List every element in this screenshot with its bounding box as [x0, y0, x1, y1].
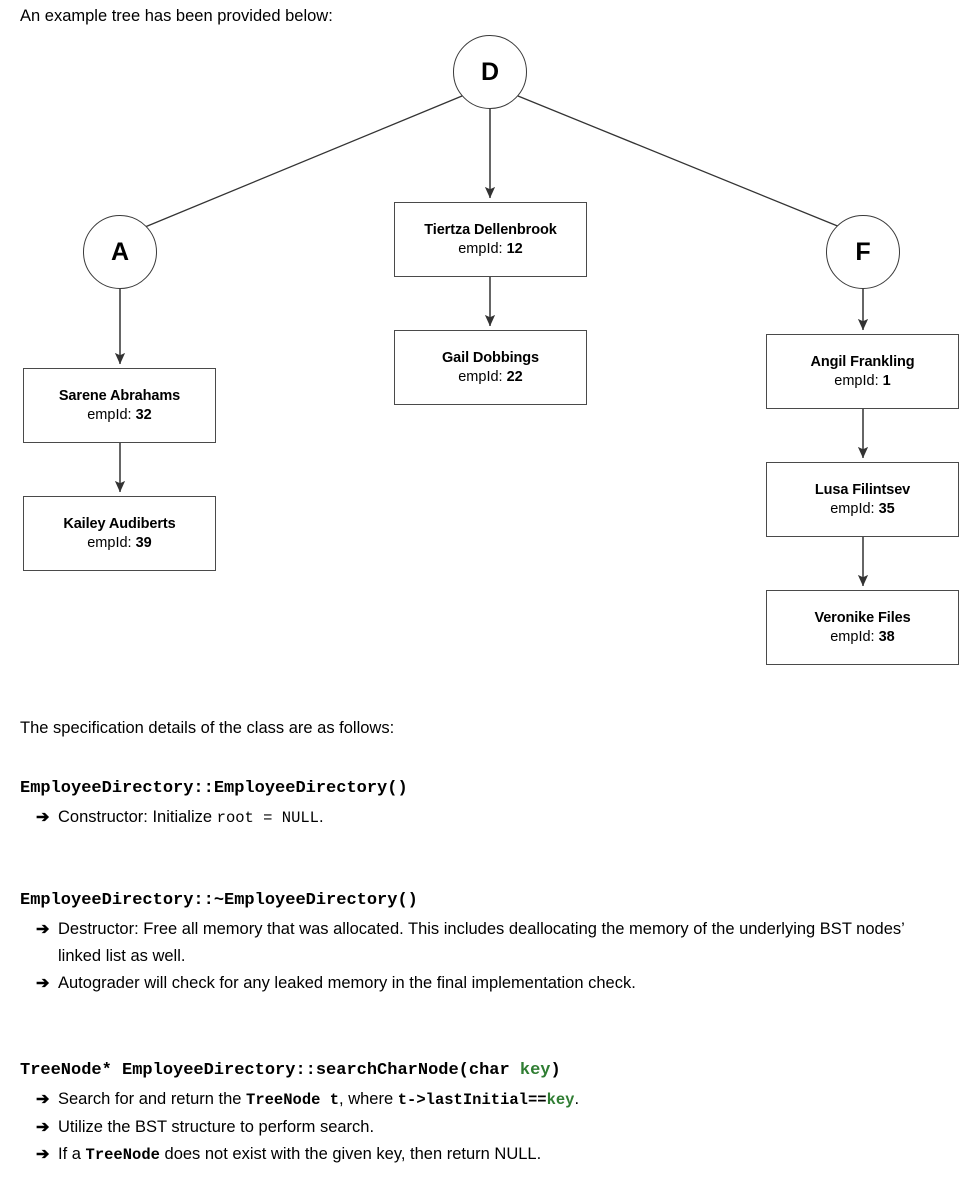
signature-text: EmployeeDirectory::~EmployeeDirectory()	[20, 891, 418, 910]
spec-section: TreeNode* EmployeeDirectory::searchCharN…	[20, 1060, 950, 1169]
spec-bullet-list: ➔ Search for and return the TreeNode t, w…	[20, 1086, 950, 1169]
bullet-text: does not exist with the given key, then …	[159, 1145, 542, 1163]
arrow-bullet-icon: ➔	[36, 809, 50, 826]
bullet-text: Utilize the BST structure to perform sea…	[58, 1118, 375, 1136]
tree-circle-label: F	[855, 237, 871, 266]
inline-code-keyword: key	[546, 1091, 575, 1109]
tree-circle-node-a: A	[83, 215, 157, 289]
employee-empid-row: empId: 1	[834, 372, 890, 391]
method-signature: TreeNode* EmployeeDirectory::searchCharN…	[20, 1060, 950, 1082]
employee-empid-row: empId: 32	[87, 406, 152, 425]
inline-code: root = NULL	[216, 809, 319, 827]
bullet-text: Destructor: Free all memory that was all…	[58, 920, 905, 965]
intro-text: An example tree has been provided below:	[20, 7, 333, 25]
inline-code-bold: TreeNode t	[246, 1091, 340, 1109]
employee-empid-label: empId:	[834, 372, 879, 389]
employee-name: Angil Frankling	[810, 353, 915, 370]
spec-bullet-list: ➔ Destructor: Free all memory that was al…	[20, 916, 950, 997]
employee-empid-value: 1	[882, 372, 891, 389]
edge-d-to-f	[517, 95, 841, 228]
employee-name: Gail Dobbings	[442, 349, 539, 366]
tree-circle-label: D	[480, 57, 500, 86]
employee-empid-label: empId:	[458, 240, 503, 257]
edge-d-to-a	[144, 95, 463, 228]
method-signature: EmployeeDirectory::~EmployeeDirectory()	[20, 890, 950, 912]
employee-node-box: Tiertza Dellenbrook empId: 12	[394, 202, 587, 277]
employee-name: Lusa Filintsev	[814, 481, 911, 498]
employee-empid-value: 12	[506, 240, 523, 257]
bullet-text: Constructor: Initialize	[58, 808, 217, 826]
bullet-text: If a	[58, 1145, 86, 1163]
bullet-text: , where	[339, 1090, 398, 1108]
employee-node-box: Gail Dobbings empId: 22	[394, 330, 587, 405]
tree-circle-label: A	[110, 237, 130, 266]
employee-node-box: Kailey Audiberts empId: 39	[23, 496, 216, 571]
employee-empid-row: empId: 22	[458, 368, 523, 387]
signature-text: )	[550, 1061, 561, 1080]
bullet-text: .	[318, 808, 324, 826]
arrow-bullet-icon: ➔	[36, 921, 50, 938]
employee-node-box: Lusa Filintsev empId: 35	[766, 462, 959, 537]
employee-empid-row: empId: 35	[830, 500, 895, 519]
arrow-bullet-icon: ➔	[36, 1091, 50, 1108]
signature-keyword: key	[519, 1061, 551, 1080]
arrow-bullet-icon: ➔	[36, 975, 50, 992]
employee-name: Tiertza Dellenbrook	[424, 221, 557, 238]
bullet-text: Autograder will check for any leaked mem…	[58, 974, 636, 992]
employee-empid-row: empId: 39	[87, 534, 152, 553]
spec-bullet-item: ➔ If a TreeNode does not exist with the g…	[20, 1141, 950, 1169]
employee-node-box: Angil Frankling empId: 1	[766, 334, 959, 409]
signature-text: EmployeeDirectory::EmployeeDirectory()	[20, 779, 408, 798]
spec-bullet-item: ➔ Search for and return the TreeNode t, w…	[20, 1086, 950, 1114]
employee-empid-row: empId: 38	[830, 628, 895, 647]
arrow-bullet-icon: ➔	[36, 1119, 50, 1136]
arrow-bullet-icon: ➔	[36, 1146, 50, 1163]
tree-circle-node-f: F	[826, 215, 900, 289]
spec-bullet-item: ➔ Utilize the BST structure to perform se…	[20, 1114, 950, 1141]
employee-empid-row: empId: 12	[458, 240, 523, 259]
employee-empid-value: 35	[878, 500, 895, 517]
employee-name: Veronike Files	[814, 609, 911, 626]
employee-empid-value: 22	[506, 368, 523, 385]
employee-empid-label: empId:	[458, 368, 503, 385]
employee-empid-value: 38	[878, 628, 895, 645]
spec-bullet-item: ➔ Destructor: Free all memory that was al…	[20, 916, 950, 970]
spec-bullet-list: ➔ Constructor: Initialize root = NULL.	[20, 804, 950, 832]
employee-node-box: Veronike Files empId: 38	[766, 590, 959, 665]
employee-empid-label: empId:	[830, 628, 875, 645]
employee-empid-value: 39	[135, 534, 152, 551]
spec-bullet-item: ➔ Autograder will check for any leaked me…	[20, 970, 950, 997]
inline-code-bold: TreeNode	[85, 1146, 160, 1164]
spec-bullet-item: ➔ Constructor: Initialize root = NULL.	[20, 804, 950, 832]
tree-circle-node-d: D	[453, 35, 527, 109]
employee-empid-label: empId:	[830, 500, 875, 517]
employee-name: Sarene Abrahams	[58, 387, 181, 404]
spec-heading: The specification details of the class a…	[20, 719, 395, 737]
bullet-text: Search for and return the	[58, 1090, 247, 1108]
signature-text: TreeNode* EmployeeDirectory::searchCharN…	[20, 1061, 520, 1080]
tree-edges	[114, 95, 869, 587]
spec-section: EmployeeDirectory::~EmployeeDirectory()➔…	[20, 890, 950, 997]
method-signature: EmployeeDirectory::EmployeeDirectory()	[20, 778, 950, 800]
employee-empid-value: 32	[135, 406, 152, 423]
bullet-text: .	[574, 1090, 580, 1108]
spec-section: EmployeeDirectory::EmployeeDirectory()➔ C…	[20, 778, 950, 832]
inline-code-bold: t->lastInitial==	[397, 1091, 547, 1109]
employee-empid-label: empId:	[87, 534, 132, 551]
employee-node-box: Sarene Abrahams empId: 32	[23, 368, 216, 443]
employee-empid-label: empId:	[87, 406, 132, 423]
employee-name: Kailey Audiberts	[63, 515, 176, 532]
